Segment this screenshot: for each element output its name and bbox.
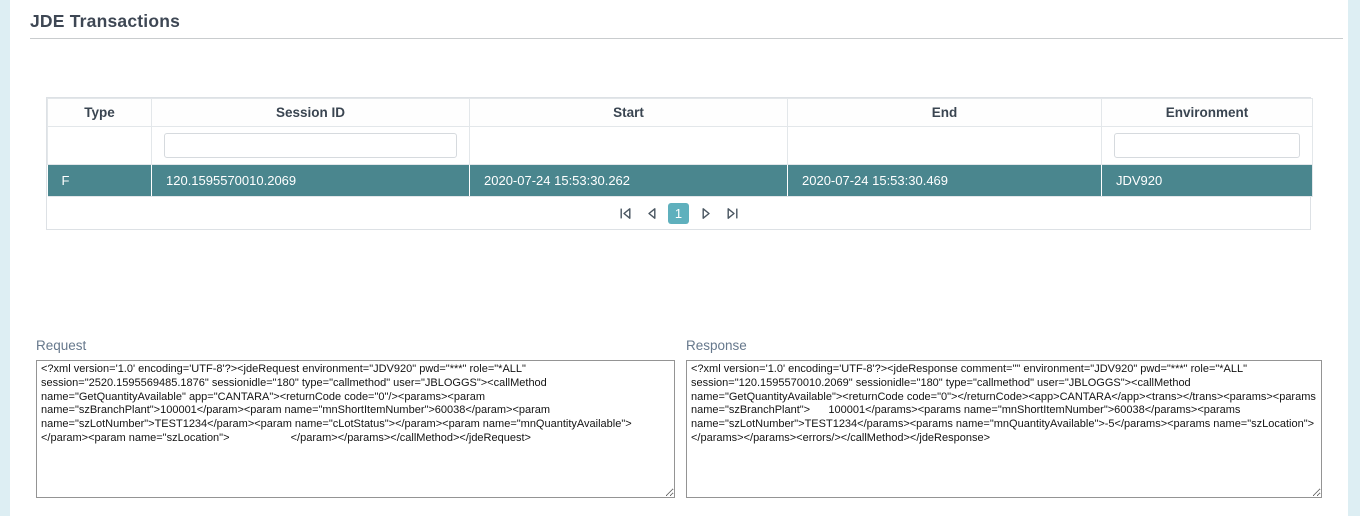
paginator: 1 <box>47 197 1310 229</box>
request-textarea[interactable]: <?xml version='1.0' encoding='UTF-8'?><j… <box>36 360 675 498</box>
column-header-session-id: Session ID <box>151 98 470 127</box>
column-header-type: Type <box>47 98 152 127</box>
cell-environment[interactable]: JDV920 <box>1101 164 1313 197</box>
table-filter-row <box>47 126 1313 165</box>
table-row-selected[interactable]: F 120.1595570010.2069 2020-07-24 15:53:3… <box>47 164 1313 197</box>
paginator-first-button[interactable] <box>616 204 634 222</box>
paginator-next-button[interactable] <box>697 204 715 222</box>
table-header-row: Type Session ID Start End Environment <box>47 98 1313 127</box>
paginator-last-button[interactable] <box>723 204 741 222</box>
cell-end[interactable]: 2020-07-24 15:53:30.469 <box>787 164 1102 197</box>
cell-start[interactable]: 2020-07-24 15:53:30.262 <box>469 164 788 197</box>
transactions-table: Type Session ID Start End Environment <box>46 97 1313 230</box>
main-content: JDE Transactions Type Session ID Start E… <box>10 0 1348 516</box>
response-label: Response <box>686 338 747 353</box>
request-panel: Request <?xml version='1.0' encoding='UT… <box>36 338 675 498</box>
filter-cell-end <box>787 126 1102 165</box>
request-response-section: Request <?xml version='1.0' encoding='UT… <box>36 338 1348 498</box>
paginator-prev-button[interactable] <box>642 204 660 222</box>
first-page-icon <box>618 206 633 221</box>
cell-type[interactable]: F <box>47 164 152 197</box>
next-page-icon <box>700 206 713 221</box>
page-title: JDE Transactions <box>30 11 181 31</box>
page-header: JDE Transactions <box>30 0 1343 39</box>
session-id-filter-input[interactable] <box>164 133 457 158</box>
environment-filter-input[interactable] <box>1114 133 1300 158</box>
column-header-end: End <box>787 98 1102 127</box>
response-panel: Response <?xml version='1.0' encoding='U… <box>686 338 1322 498</box>
last-page-icon <box>725 206 740 221</box>
column-header-start: Start <box>469 98 788 127</box>
filter-cell-type <box>47 126 152 165</box>
filter-cell-environment <box>1101 126 1313 165</box>
cell-session-id[interactable]: 120.1595570010.2069 <box>151 164 470 197</box>
paginator-page-1[interactable]: 1 <box>668 202 689 224</box>
filter-cell-session-id <box>151 126 470 165</box>
response-textarea[interactable]: <?xml version='1.0' encoding='UTF-8'?><j… <box>686 360 1322 498</box>
prev-page-icon <box>645 206 658 221</box>
column-header-environment: Environment <box>1101 98 1313 127</box>
request-label: Request <box>36 338 87 353</box>
filter-cell-start <box>469 126 788 165</box>
